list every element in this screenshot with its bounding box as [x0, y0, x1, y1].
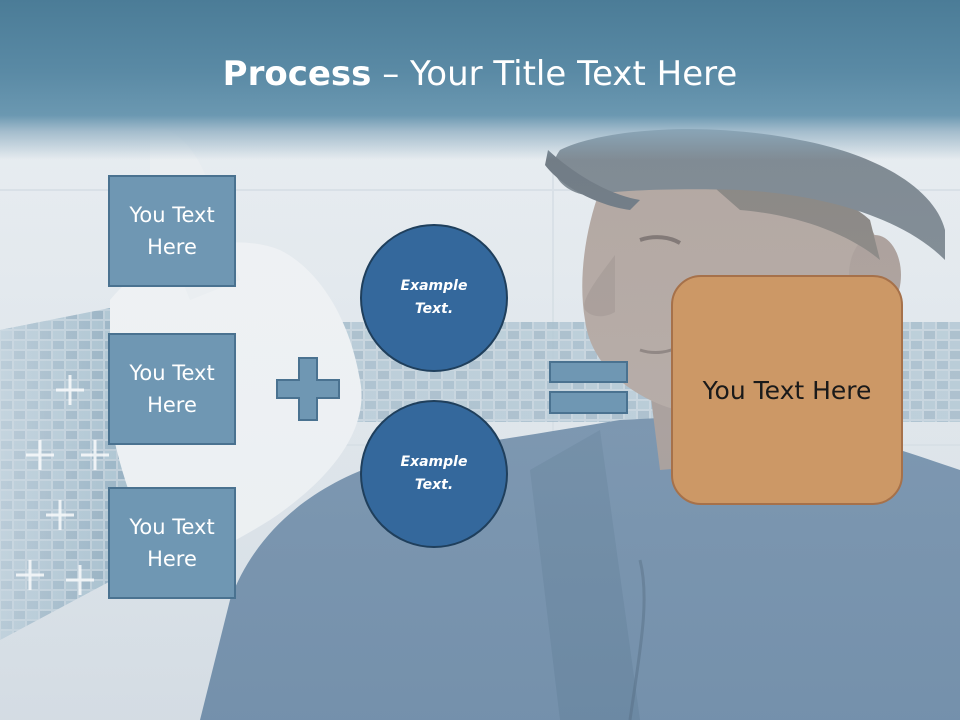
- result-label: You Text Here: [702, 375, 872, 405]
- step-box-3[interactable]: You Text Here: [108, 487, 236, 599]
- result-box[interactable]: You Text Here: [671, 275, 903, 505]
- slide-title[interactable]: Process – Your Title Text Here: [0, 52, 960, 96]
- title-bold: Process: [222, 54, 372, 94]
- equals-icon: [549, 361, 628, 414]
- step-box-label: You Text Here: [129, 515, 215, 571]
- example-circle-2[interactable]: Example Text.: [360, 400, 508, 548]
- title-band: [0, 0, 960, 160]
- step-box-label: You Text Here: [129, 361, 215, 417]
- circle-label: Example Text.: [400, 454, 468, 493]
- example-circle-1[interactable]: Example Text.: [360, 224, 508, 372]
- title-separator: –: [371, 54, 411, 94]
- step-box-1[interactable]: You Text Here: [108, 175, 236, 287]
- title-rest: Your Title Text Here: [410, 54, 738, 94]
- step-box-2[interactable]: You Text Here: [108, 333, 236, 445]
- circle-label: Example Text.: [400, 278, 468, 317]
- step-box-label: You Text Here: [129, 203, 215, 259]
- plus-icon: [276, 357, 340, 421]
